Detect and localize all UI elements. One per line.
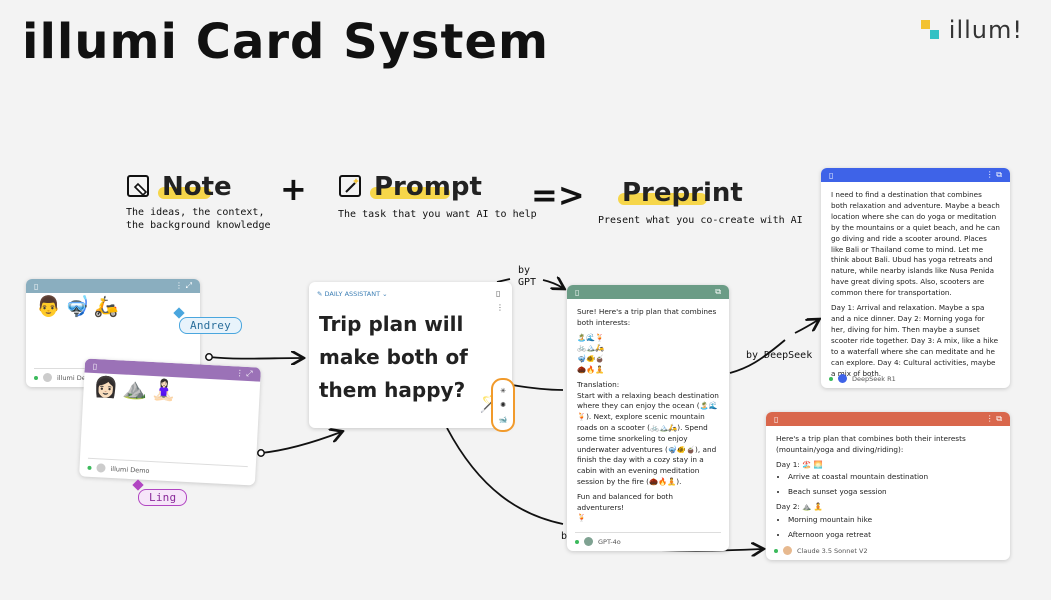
- assistant-icon: ✎: [317, 290, 325, 298]
- claude-intro: Here's a trip plan that combines both th…: [776, 434, 966, 454]
- card-menu-icon[interactable]: ⋮ ⤢: [235, 368, 253, 379]
- gpt-icon[interactable]: ✳: [500, 386, 506, 395]
- card-footer: illumi Demo: [87, 457, 248, 481]
- prompt-text: Trip plan will make both of them happy?: [319, 312, 468, 402]
- gpt-emoji-line: 🤿🐠🧉: [577, 354, 605, 364]
- author-name: illumi Demo: [57, 373, 97, 382]
- arrow-sign: =>: [531, 176, 585, 214]
- card-footer: Claude 3.5 Sonnet V2: [774, 542, 1002, 555]
- card-header: ▯⧉: [567, 285, 729, 299]
- logo-text: illum!: [948, 16, 1023, 44]
- preprint-word: Preprint: [618, 178, 743, 208]
- edge-andrey-prompt: [208, 357, 302, 359]
- preprint-card-gpt[interactable]: ▯⧉ Sure! Here's a trip plan that combine…: [567, 285, 729, 551]
- edge-prompt-gpt: [496, 278, 511, 283]
- card-footer: GPT-4o: [575, 532, 721, 546]
- gpt-emoji-line: 🏝️🌊🍹: [577, 332, 605, 342]
- copy-icon[interactable]: ⋮ ⧉: [985, 170, 1002, 179]
- list-item: Arrive at coastal mountain destination: [788, 472, 1000, 483]
- note-emoji: 👨🤿🛵: [36, 294, 123, 318]
- gpt-closing: Fun and balanced for both adventurers!: [577, 491, 674, 512]
- card-footer: DeepSeek R1: [829, 370, 1002, 383]
- card-menu-icon[interactable]: ⋮ ⤢: [175, 281, 192, 290]
- deepseek-avatar: [838, 374, 847, 383]
- claude-avatar: [783, 546, 792, 555]
- claude-day-1: Day 1: 🏖️ 🌅: [776, 459, 823, 469]
- note-icon: [127, 175, 149, 197]
- model-name: DeepSeek R1: [852, 374, 896, 383]
- gpt-closing-emoji: 🍹: [577, 513, 587, 523]
- model-switcher[interactable]: ✳ ✺ 🐋: [491, 378, 515, 432]
- avatar: [43, 373, 52, 382]
- deepseek-para-2: Day 1: Arrival and relaxation. Maybe a s…: [831, 303, 999, 378]
- tag-andrey[interactable]: Andrey: [173, 307, 242, 334]
- note-icon: ▯: [34, 281, 39, 291]
- formula-note: Note The ideas, the context, the backgro…: [126, 172, 271, 232]
- preprint-card-claude[interactable]: ▯ ⋮ ⧉ Here's a trip plan that combines bo…: [766, 412, 1010, 560]
- status-dot: [774, 548, 778, 553]
- prompt-word: Prompt: [370, 172, 482, 202]
- deepseek-para-1: I need to find a destination that combin…: [831, 190, 1000, 298]
- claude-day-2: Day 2: ⛰️ 🧘: [776, 501, 823, 511]
- note-card-ling[interactable]: ▯ ⋮ ⤢ 👩🏻⛰️🧘🏻‍♀️ illumi Demo: [79, 358, 261, 486]
- note-word: Note: [158, 172, 232, 202]
- copy-icon[interactable]: ⋮ ⧉: [985, 414, 1002, 423]
- note-desc: The ideas, the context, the background k…: [126, 207, 271, 231]
- gpt-avatar: [584, 537, 593, 546]
- preprint-desc: Present what you co-create with AI: [598, 215, 803, 226]
- illumi-logo: illum!: [920, 16, 1023, 44]
- avatar: [96, 463, 106, 473]
- preprint-icon: ▯: [575, 287, 580, 297]
- claude-day-2-list: Morning mountain hike Afternoon yoga ret…: [776, 515, 1000, 541]
- list-item: Morning mountain hike: [788, 515, 1000, 526]
- prompt-card[interactable]: ✎ DAILY ASSISTANT ⌄ ▯⋮ Trip plan will ma…: [309, 282, 512, 428]
- edge-gpt-deepseek-b: [794, 320, 818, 334]
- edge-ling-prompt: [260, 432, 341, 454]
- preprint-icon: ▯: [829, 170, 834, 180]
- card-header: ▯ ⋮ ⤢: [26, 279, 200, 293]
- edge-label-deepseek: by DeepSeek: [746, 350, 813, 361]
- gpt-translation: Start with a relaxing beach destination …: [577, 390, 719, 486]
- copy-icon[interactable]: ⧉: [715, 287, 721, 296]
- gpt-intro: Sure! Here's a trip plan that combines b…: [577, 307, 717, 327]
- card-menu-icon[interactable]: ▯⋮: [496, 289, 504, 312]
- edge-label-gpt: by GPT: [518, 265, 537, 288]
- author-name: illumi Demo: [110, 464, 150, 475]
- edge-prompt-out: [511, 384, 564, 391]
- preprint-icon: ▯: [774, 414, 779, 424]
- edge-label-claude: b: [561, 531, 568, 542]
- edge-prompt-claude: [446, 427, 564, 525]
- status-dot: [87, 465, 92, 470]
- note-icon: ▯: [92, 361, 98, 371]
- gpt-emoji-line: 🚲🏔️🛵: [577, 343, 605, 353]
- edge-prompt-gpt-b: [542, 280, 563, 288]
- model-name: Claude 3.5 Sonnet V2: [797, 546, 868, 555]
- status-dot: [575, 539, 579, 544]
- gpt-emoji-line: 🌰🔥🧘: [577, 364, 605, 374]
- list-item: Beach sunset yoga session: [788, 487, 1000, 498]
- deepseek-icon[interactable]: 🐋: [498, 415, 508, 424]
- formula-prompt: Prompt The task that you want AI to help: [338, 172, 537, 221]
- plus-sign: +: [280, 170, 307, 208]
- note-emoji: 👩🏻⛰️🧘🏻‍♀️: [93, 373, 182, 403]
- list-item: Afternoon yoga retreat: [788, 530, 1000, 541]
- formula-preprint: Preprint Present what you co-create with…: [598, 178, 803, 227]
- prompt-icon: [339, 175, 361, 197]
- preprint-card-deepseek[interactable]: ▯ ⋮ ⧉ I need to find a destination that c…: [821, 168, 1010, 388]
- assistant-selector[interactable]: ✎ DAILY ASSISTANT ⌄: [317, 290, 388, 298]
- status-dot: [34, 375, 38, 380]
- card-header: ▯ ⋮ ⧉: [821, 168, 1010, 182]
- claude-icon[interactable]: ✺: [500, 401, 506, 409]
- card-header: ▯ ⋮ ⧉: [766, 412, 1010, 426]
- logo-mark-icon: [920, 20, 941, 40]
- claude-day-1-list: Arrive at coastal mountain destination B…: [776, 472, 1000, 498]
- tag-ling[interactable]: Ling: [132, 479, 188, 506]
- edge-gpt-deepseek: [729, 339, 786, 374]
- prompt-desc: The task that you want AI to help: [338, 209, 537, 220]
- page-title: illumi Card System: [22, 14, 550, 70]
- gpt-translation-label: Translation:: [577, 379, 620, 389]
- model-name: GPT-4o: [598, 537, 621, 546]
- status-dot: [829, 376, 833, 381]
